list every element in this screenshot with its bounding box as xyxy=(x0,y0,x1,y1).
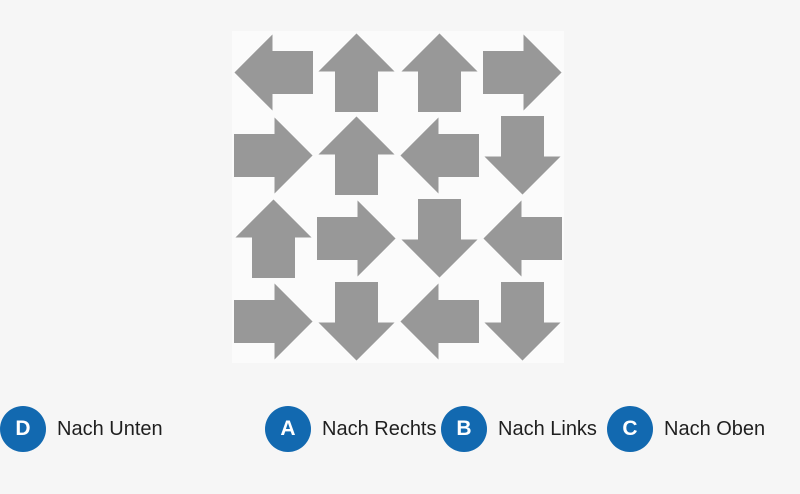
arrow-up-icon xyxy=(232,197,315,280)
option-a-label: Nach Rechts xyxy=(322,417,437,440)
arrow-up-icon xyxy=(315,31,398,114)
option-d[interactable]: D Nach Unten xyxy=(0,406,163,452)
arrow-right-icon xyxy=(481,31,564,114)
option-c[interactable]: C Nach Oben xyxy=(607,406,765,452)
option-a[interactable]: A Nach Rechts xyxy=(265,406,437,452)
arrow-right-icon xyxy=(232,114,315,197)
option-c-label: Nach Oben xyxy=(664,417,766,440)
arrow-left-icon xyxy=(481,197,564,280)
option-d-badge[interactable]: D xyxy=(0,406,46,452)
arrow-up-icon xyxy=(398,31,481,114)
option-d-label: Nach Unten xyxy=(57,417,163,440)
arrow-down-icon xyxy=(481,280,564,363)
arrow-left-icon xyxy=(398,280,481,363)
arrow-right-icon xyxy=(315,197,398,280)
arrow-down-icon xyxy=(315,280,398,363)
option-b-badge[interactable]: B xyxy=(441,406,487,452)
arrow-left-icon xyxy=(232,31,315,114)
arrow-down-icon xyxy=(398,197,481,280)
option-b[interactable]: B Nach Links xyxy=(441,406,597,452)
arrow-left-icon xyxy=(398,114,481,197)
arrow-right-icon xyxy=(232,280,315,363)
option-c-badge[interactable]: C xyxy=(607,406,653,452)
arrow-grid xyxy=(232,31,564,363)
arrow-down-icon xyxy=(481,114,564,197)
option-b-label: Nach Links xyxy=(498,417,597,440)
arrow-up-icon xyxy=(315,114,398,197)
option-a-badge[interactable]: A xyxy=(265,406,311,452)
